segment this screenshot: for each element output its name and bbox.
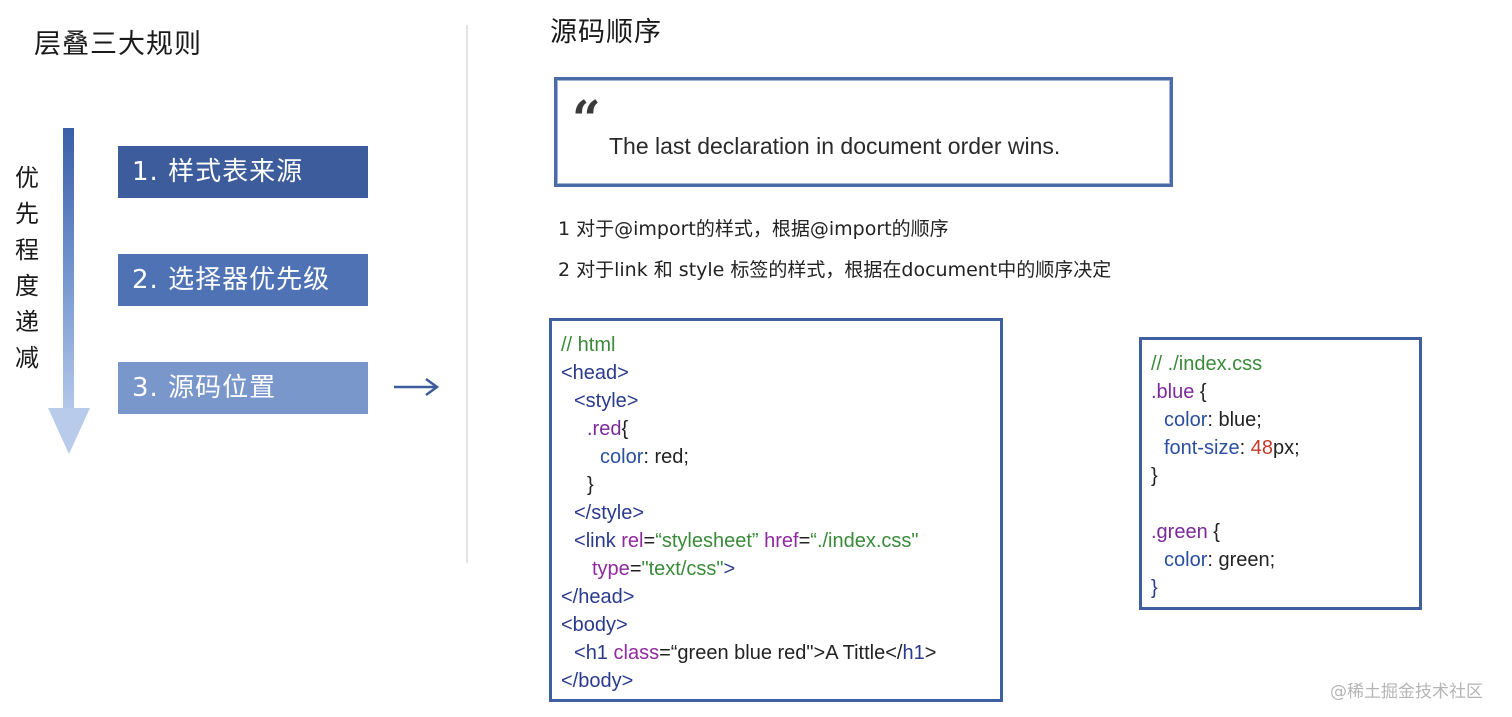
code-head-open: <head>	[561, 362, 629, 384]
css-code-block: // ./index.css .blue { color: blue; font…	[1139, 337, 1422, 610]
source-order-title: 源码顺序	[550, 17, 662, 48]
code-property: color	[1164, 549, 1208, 571]
code-h1-line: <h1 class=“green blue red">A Tittle</h1>	[574, 639, 936, 667]
code-brace-close: }	[1151, 465, 1158, 487]
quote-mark-icon: “	[572, 89, 601, 148]
code-blue-selector: .blue	[1151, 381, 1195, 403]
code-property: color	[600, 446, 644, 468]
code-unit: px;	[1272, 437, 1300, 459]
code-colon: :	[1239, 437, 1251, 459]
code-brace: {	[621, 418, 629, 440]
code-body-close: </body>	[561, 670, 634, 692]
rule-stylesheet-origin: 1. 样式表来源	[118, 146, 368, 198]
rule-selector-specificity: 2. 选择器优先级	[118, 254, 368, 306]
code-h1-close-tag: h1	[902, 642, 925, 664]
code-class-value: “green blue red"	[670, 642, 814, 664]
code-font-size-declaration: font-size: 48px;	[1164, 434, 1300, 462]
html-code-block: // html <head> <style> .red{ color: red;…	[549, 318, 1003, 702]
code-h1-tag: h1	[585, 642, 608, 664]
code-value: : blue;	[1207, 409, 1262, 431]
right-arrow-icon	[394, 377, 440, 397]
priority-label-char: 先	[15, 200, 39, 228]
code-tag-bracket: >	[924, 642, 937, 664]
code-link-line: <link rel=“stylesheet” href=“./index.css…	[574, 527, 919, 555]
code-red-selector: .red	[587, 418, 622, 440]
priority-label-char: 递	[15, 308, 39, 336]
code-red-rule: .red{	[587, 415, 628, 443]
code-rel-value: “stylesheet”	[655, 530, 759, 552]
cascade-rules-title: 层叠三大规则	[34, 29, 202, 60]
priority-label-char: 度	[15, 272, 39, 300]
priority-label-char: 程	[15, 236, 39, 264]
code-value: : red;	[643, 446, 689, 468]
code-href-attr: href	[764, 530, 799, 552]
code-h1-text: >A Tittle</	[813, 642, 903, 664]
priority-label-char: 优	[15, 164, 39, 192]
code-number: 48	[1250, 437, 1273, 459]
code-property: color	[1164, 409, 1208, 431]
note-import-order: 1 对于@import的样式，根据@import的顺序	[558, 218, 949, 240]
priority-arrow-down-icon	[48, 408, 90, 454]
code-brace: {	[1207, 521, 1220, 543]
code-comment: // html	[561, 334, 616, 356]
code-type-value: "text/css"	[641, 558, 724, 580]
code-brace-close: }	[587, 474, 594, 496]
code-blue-rule: .blue {	[1151, 378, 1207, 406]
quote-text: The last declaration in document order w…	[609, 133, 1061, 159]
note-link-style-order: 2 对于link 和 style 标签的样式，根据在document中的顺序决定	[558, 259, 1112, 281]
code-link-tag: link	[585, 530, 616, 552]
priority-decreasing-label: 优 先 程 度 递 减	[10, 160, 44, 376]
code-tag-bracket: >	[723, 558, 736, 580]
code-body-open: <body>	[561, 614, 628, 636]
code-style-open: <style>	[574, 390, 639, 412]
code-tag-bracket: <	[574, 530, 586, 552]
code-equals: =	[798, 530, 811, 552]
code-blue-color-declaration: color: blue;	[1164, 406, 1262, 434]
code-equals: =	[659, 642, 671, 664]
code-brace: {	[1194, 381, 1207, 403]
code-equals: =	[629, 558, 642, 580]
code-href-value: “./index.css"	[810, 530, 919, 552]
code-style-close: </style>	[574, 502, 645, 524]
code-value: : green;	[1207, 549, 1276, 571]
juejin-watermark: @稀土掘金技术社区	[1330, 682, 1483, 702]
priority-arrow-shaft	[63, 128, 74, 420]
code-red-declaration: color: red;	[600, 443, 689, 471]
code-green-color-declaration: color: green;	[1164, 546, 1275, 574]
code-green-selector: .green	[1151, 521, 1208, 543]
code-type-attr: type	[592, 558, 630, 580]
code-equals: =	[643, 530, 656, 552]
code-head-close: </head>	[561, 586, 635, 608]
priority-label-char: 减	[15, 344, 39, 372]
rule-source-order: 3. 源码位置	[118, 362, 368, 414]
code-comment: // ./index.css	[1151, 353, 1263, 375]
code-green-rule: .green {	[1151, 518, 1220, 546]
code-property: font-size	[1164, 437, 1240, 459]
quote-box	[554, 77, 1173, 187]
code-tag-bracket: <	[574, 642, 586, 664]
vertical-divider	[466, 25, 468, 563]
code-brace-close: }	[1151, 577, 1158, 599]
code-type-line: type="text/css">	[592, 555, 735, 583]
code-class-attr: class	[613, 642, 660, 664]
code-rel-attr: rel	[621, 530, 644, 552]
